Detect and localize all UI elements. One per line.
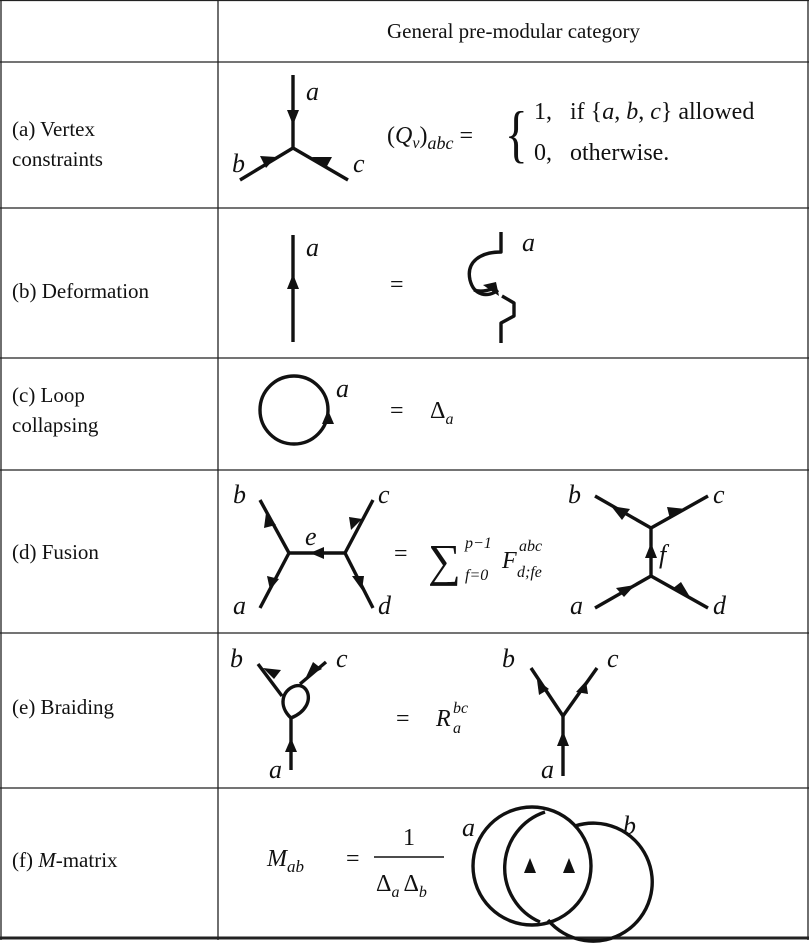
loop-formula: = Δa: [390, 398, 453, 428]
arrow-icon: [306, 662, 322, 677]
loop-circle: [258, 374, 330, 446]
arrow-icon: [576, 681, 588, 694]
fusion-formula: = ∑ p−1 f=0 F abc d;fe: [394, 535, 542, 586]
row-label-line1: (e) Braiding: [12, 695, 115, 719]
label-a: a: [541, 755, 554, 784]
svg-text:f=0: f=0: [465, 567, 488, 584]
svg-text:bc: bc: [453, 700, 468, 717]
label-c: c: [336, 644, 348, 673]
arrow-icon: [322, 410, 334, 424]
svg-text:Mab: Mab: [266, 846, 304, 876]
braiding-left-diagram: [256, 660, 328, 770]
row-label-line1: (f) M-matrix: [12, 848, 118, 872]
column-header: General pre-modular category: [386, 18, 641, 43]
arrow-icon: [287, 274, 299, 289]
label-e: e: [305, 522, 317, 551]
svg-text:F: F: [501, 548, 517, 574]
label-a: a: [306, 77, 319, 106]
svg-text:∑: ∑: [428, 535, 461, 586]
label-c: c: [378, 480, 390, 509]
svg-text:d;fe: d;fe: [517, 564, 542, 581]
arrow-icon: [310, 547, 324, 559]
label-c: c: [607, 644, 619, 673]
label-d: d: [378, 591, 392, 620]
svg-text:=: =: [396, 706, 410, 732]
vertex-formula: (Qv)abc= { 1,if {a, b, c} allowed 0,othe…: [387, 99, 754, 170]
arrow-icon: [557, 731, 569, 746]
row-label-loop: (c) Loop collapsing: [12, 380, 98, 440]
vertex-diagram: [239, 75, 349, 182]
label-b: b: [230, 644, 243, 673]
svg-text:1: 1: [403, 825, 415, 851]
mmatrix-diagram: [471, 805, 654, 943]
row-label-line1: (b) Deformation: [12, 279, 150, 303]
row-label-braiding: (e) Braiding: [12, 692, 114, 722]
label-c: c: [713, 480, 725, 509]
arrow-icon: [349, 517, 362, 530]
svg-text:0,otherwise.: 0,otherwise.: [534, 140, 669, 166]
svg-text:a: a: [453, 720, 461, 737]
svg-text:=: =: [394, 541, 408, 567]
row-label-vertex: (a) Vertex constraints: [12, 114, 103, 174]
arrow-icon: [264, 513, 276, 528]
arrow-icon: [285, 738, 297, 752]
row-label-line1: (a) Vertex: [12, 117, 95, 141]
svg-text:R: R: [435, 706, 451, 732]
arrow-icon: [672, 582, 690, 597]
label-a: a: [462, 813, 475, 842]
label-a: a: [570, 591, 583, 620]
arrow-icon: [537, 680, 549, 695]
label-a: a: [233, 591, 246, 620]
row-label-line1: (d) Fusion: [12, 540, 99, 564]
row-label-mmatrix: (f) M-matrix: [12, 845, 118, 875]
label-d: d: [713, 591, 727, 620]
arrow-icon: [267, 576, 279, 590]
label-b: b: [568, 480, 581, 509]
braiding-formula: = R bc a: [396, 700, 468, 737]
equals-sign: =: [390, 272, 404, 298]
svg-text:Δa: Δa: [430, 398, 453, 428]
label-a: a: [306, 233, 319, 262]
svg-text:abc: abc: [519, 538, 542, 555]
label-b: b: [232, 149, 245, 178]
label-b: b: [502, 644, 515, 673]
arrow-icon: [667, 507, 686, 519]
arrow-icon: [524, 858, 536, 873]
arrow-icon: [616, 585, 635, 597]
label-c: c: [353, 149, 365, 178]
label-a: a: [336, 374, 349, 403]
row-label-deformation: (b) Deformation: [12, 276, 149, 306]
svg-text:=: =: [390, 398, 404, 424]
arrow-icon: [287, 110, 299, 125]
arrow-icon: [611, 506, 630, 520]
arrow-icon: [263, 668, 281, 679]
row-label-fusion: (d) Fusion: [12, 537, 99, 567]
arrow-icon: [312, 157, 332, 168]
label-a: a: [522, 228, 535, 257]
svg-text:{: {: [505, 100, 528, 170]
arrow-icon: [563, 858, 575, 873]
arrow-icon: [645, 543, 657, 558]
label-a: a: [269, 755, 282, 784]
svg-text:1,if {a, b, c} allowed: 1,if {a, b, c} allowed: [534, 99, 754, 125]
arrow-icon: [352, 576, 364, 590]
arrow-icon: [483, 282, 499, 296]
label-b: b: [623, 811, 636, 840]
label-f: f: [659, 540, 670, 569]
row-label-line1: (c) Loop: [12, 383, 85, 407]
row-label-line2: constraints: [12, 147, 103, 171]
svg-text:p−1: p−1: [464, 535, 492, 552]
svg-text:=: =: [346, 846, 360, 872]
svg-text:(Qv)abc=: (Qv)abc=: [387, 123, 473, 153]
label-b: b: [233, 480, 246, 509]
row-label-line2: collapsing: [12, 413, 99, 437]
arrow-icon: [260, 156, 276, 168]
